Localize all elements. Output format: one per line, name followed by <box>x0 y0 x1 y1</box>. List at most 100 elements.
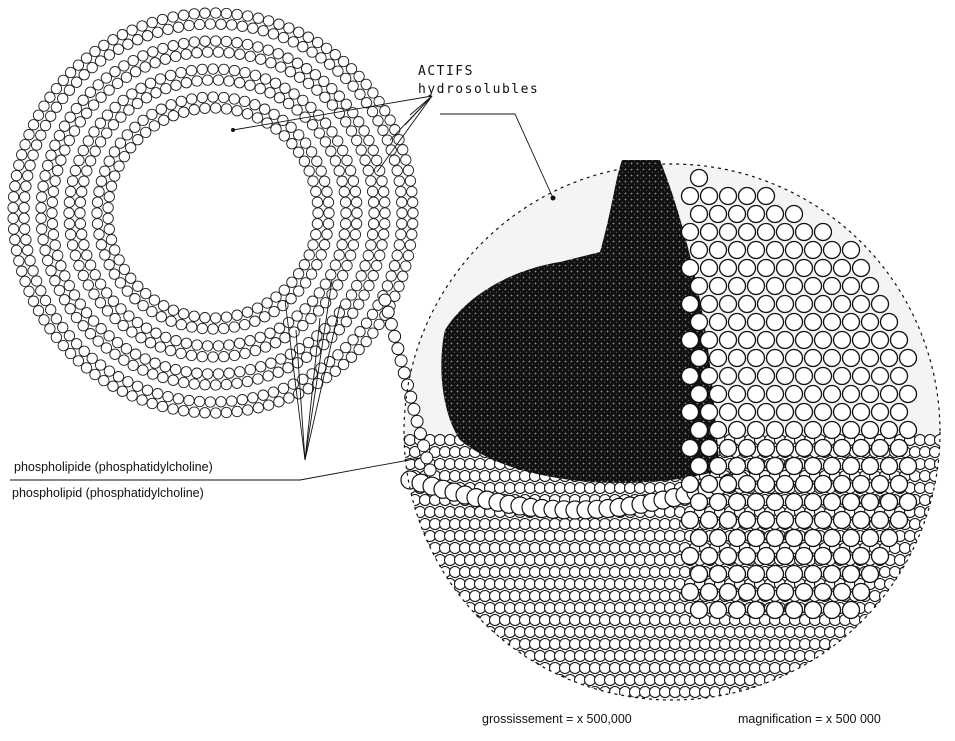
lattice-head <box>710 458 727 475</box>
phospholipid-head <box>130 67 140 77</box>
shell-scale <box>610 567 621 578</box>
shell-scale <box>945 555 955 566</box>
shell-scale <box>855 675 866 686</box>
lattice-head <box>834 260 851 277</box>
shell-scale <box>595 651 606 662</box>
phospholipid-head <box>213 341 223 351</box>
lattice-head <box>758 224 775 241</box>
shell-scale <box>490 471 501 482</box>
shell-scale <box>700 663 711 674</box>
shell-scale <box>435 675 446 686</box>
shell-scale <box>500 687 511 698</box>
shell-scale <box>845 675 856 686</box>
phospholipid-head <box>408 208 418 218</box>
phospholipid-head <box>375 165 385 175</box>
lattice-head <box>739 476 756 493</box>
phospholipid-head <box>8 213 18 223</box>
phospholipid-head <box>339 229 349 239</box>
lattice-head <box>777 404 794 421</box>
phospholipid-head <box>136 333 146 343</box>
shell-scale <box>865 651 876 662</box>
phospholipid-head <box>189 37 199 47</box>
shell-scale <box>590 615 601 626</box>
lattice-head <box>720 440 737 457</box>
shell-scale <box>395 627 406 638</box>
shell-scale <box>525 675 536 686</box>
phospholipid-head <box>88 316 98 326</box>
phospholipid-head <box>364 280 374 290</box>
phospholipid-head <box>70 165 80 175</box>
shell-scale <box>915 435 926 446</box>
shell-scale <box>570 639 581 650</box>
shell-scale <box>620 615 631 626</box>
shell-scale <box>665 603 676 614</box>
shell-scale <box>445 555 456 566</box>
shell-scale <box>780 639 791 650</box>
lattice-head <box>872 404 889 421</box>
phospholipid-head <box>348 176 358 186</box>
phospholipid-head <box>197 64 207 74</box>
phospholipid-head <box>153 389 163 399</box>
phospholipid-head <box>31 276 41 286</box>
shell-scale <box>870 663 881 674</box>
shell-scale <box>465 627 476 638</box>
lattice-head <box>796 548 813 565</box>
shell-scale <box>915 531 926 542</box>
phospholipid-head <box>31 140 41 150</box>
shell-scale <box>660 567 671 578</box>
lattice-head <box>796 440 813 457</box>
shell-scale <box>795 627 806 638</box>
label-magnification: magnification = x 500 000 <box>738 712 881 726</box>
lattice-head <box>701 332 718 349</box>
shell-scale <box>520 591 531 602</box>
phospholipid-head <box>75 219 85 229</box>
shell-scale <box>945 627 955 638</box>
phospholipid-head <box>250 70 260 80</box>
shell-scale <box>895 603 906 614</box>
lattice-head <box>758 476 775 493</box>
shell-scale <box>435 651 446 662</box>
phospholipid-head <box>322 187 332 197</box>
shell-scale <box>495 603 506 614</box>
phospholipid-head <box>265 328 275 338</box>
shell-scale <box>480 615 491 626</box>
shell-scale <box>635 651 646 662</box>
shell-scale <box>565 627 576 638</box>
phospholipid-head <box>53 165 63 175</box>
shell-scale <box>495 579 506 590</box>
phospholipid-head <box>252 113 262 123</box>
phospholipid-head <box>374 319 384 329</box>
shell-scale <box>655 627 666 638</box>
shell-scale <box>795 675 806 686</box>
phospholipid-head <box>380 219 390 229</box>
phospholipid-head <box>90 270 100 280</box>
shell-scale <box>545 555 556 566</box>
shell-scale <box>940 663 951 674</box>
phospholipid-head <box>323 219 333 229</box>
shell-scale <box>915 603 926 614</box>
phospholipid-head <box>360 261 370 271</box>
shell-scale <box>600 663 611 674</box>
phospholipid-head <box>48 186 58 196</box>
shell-scale <box>625 483 636 494</box>
shell-scale <box>670 663 681 674</box>
phospholipid-head <box>115 278 125 288</box>
lattice-head <box>815 476 832 493</box>
phospholipid-head <box>378 125 388 135</box>
phospholipid-head <box>69 290 79 300</box>
lattice-head <box>843 386 860 403</box>
shell-scale <box>550 567 561 578</box>
lattice-head <box>729 566 746 583</box>
lattice-head <box>796 332 813 349</box>
shell-scale <box>550 687 561 698</box>
phospholipid-head <box>150 358 160 368</box>
lattice-head <box>872 512 889 529</box>
shell-scale <box>930 663 941 674</box>
shell-scale <box>645 531 656 542</box>
phospholipid-head <box>168 41 178 51</box>
shell-scale <box>915 627 926 638</box>
phospholipid-head <box>132 98 142 108</box>
lattice-head <box>834 368 851 385</box>
shell-scale <box>460 615 471 626</box>
